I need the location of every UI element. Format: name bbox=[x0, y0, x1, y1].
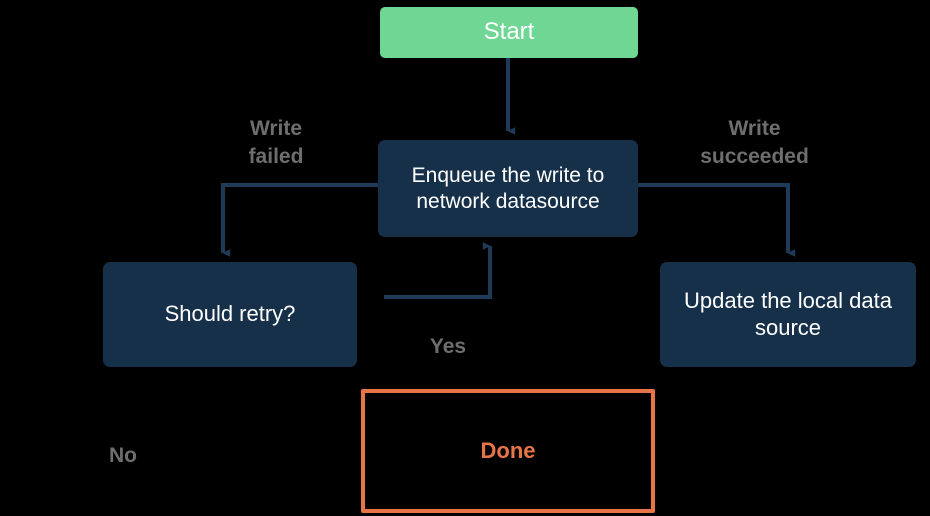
node-update-local-data-source[interactable]: Update the local data source bbox=[660, 262, 916, 367]
edge-label-no: No bbox=[109, 444, 137, 467]
node-enqueue-write[interactable]: Enqueue the write to network datasource bbox=[378, 140, 638, 237]
edge-enqueue-to-update bbox=[638, 183, 796, 257]
edge-enqueue-to-retry bbox=[221, 183, 378, 257]
edge-label-write-succeeded: Write succeeded bbox=[700, 117, 809, 169]
node-start[interactable]: Start bbox=[380, 7, 638, 58]
edge-label-write-failed: Write failed bbox=[248, 117, 304, 169]
node-should-retry[interactable]: Should retry? bbox=[103, 262, 357, 367]
edge-retry-yes-to-enqueue bbox=[384, 242, 492, 299]
edge-label-yes: Yes bbox=[429, 335, 467, 358]
node-done[interactable]: Done bbox=[361, 389, 655, 513]
